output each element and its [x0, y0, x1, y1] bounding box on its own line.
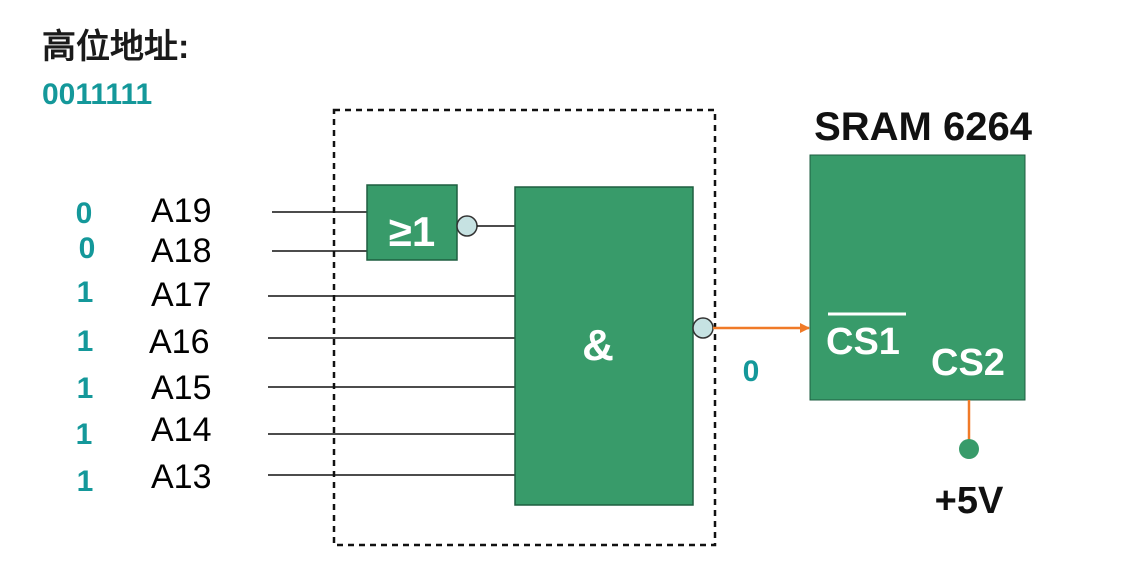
- sram-chip: [809, 154, 1026, 401]
- bit-values: 0 0 1 1 1 1 1: [76, 197, 96, 498]
- nand-output-bubble: [692, 317, 714, 339]
- cs2-label: CS2: [931, 342, 1005, 384]
- address-labels: A19 A18 A17 A16 A15 A14 A13: [149, 192, 212, 496]
- power-terminal: [959, 439, 979, 459]
- output-value: 0: [743, 355, 760, 388]
- cs1-label: CS1: [826, 321, 900, 363]
- label-a19: A19: [151, 192, 212, 230]
- bit-a19: 0: [76, 197, 93, 230]
- bit-a18: 0: [79, 232, 96, 265]
- label-a16: A16: [149, 323, 210, 361]
- label-a17: A17: [151, 276, 212, 314]
- high-address-title: 高位地址:: [42, 28, 189, 66]
- nor-gate-symbol: ≥1: [389, 208, 435, 255]
- bit-a14: 1: [76, 418, 93, 451]
- label-a14: A14: [151, 411, 212, 449]
- nand-gate: [514, 186, 694, 506]
- label-a13: A13: [151, 458, 212, 496]
- power-label: +5V: [935, 480, 1004, 522]
- input-wires: [268, 211, 515, 476]
- label-a18: A18: [151, 232, 212, 270]
- bit-a17: 1: [77, 276, 94, 309]
- bit-a16: 1: [77, 325, 94, 358]
- nor-output-bubble: [456, 215, 478, 237]
- bit-a15: 1: [77, 372, 94, 405]
- nor-gate: [366, 184, 458, 261]
- high-address-bits: 0011111: [42, 78, 152, 111]
- label-a15: A15: [151, 369, 212, 407]
- nand-gate-symbol: &: [582, 321, 614, 370]
- bit-a13: 1: [77, 465, 94, 498]
- chip-title: SRAM 6264: [814, 105, 1033, 149]
